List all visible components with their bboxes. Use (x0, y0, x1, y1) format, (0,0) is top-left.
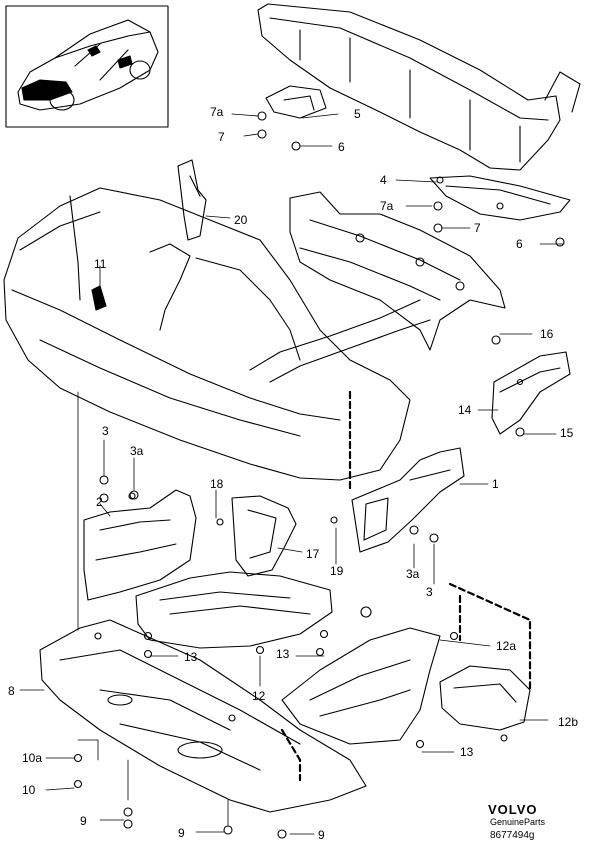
callout-16: 16 (540, 327, 554, 341)
air-duct (216, 495, 338, 577)
car-thumbnail (5, 5, 169, 128)
splash-shield-right (351, 447, 465, 553)
splash-shield-left (83, 489, 197, 601)
callout-12b: 12b (558, 715, 579, 729)
underbody-panel (39, 619, 367, 813)
brand-subtitle: GenuineParts (490, 817, 546, 827)
callout-3-left: 3 (102, 424, 109, 438)
callout-3-right: 3 (426, 585, 433, 599)
dashed-reference-lines (280, 390, 532, 782)
callout-20: 20 (234, 213, 248, 227)
callout-7-top: 7 (218, 130, 225, 144)
callout-8: 8 (8, 684, 15, 698)
callout-2: 2 (96, 495, 103, 509)
callout-1: 1 (492, 477, 499, 491)
callout-13-left: 13 (184, 650, 198, 664)
callout-7-mid: 7 (474, 221, 481, 235)
bracket-right (491, 335, 571, 437)
callout-19: 19 (330, 564, 344, 578)
callout-3a-right: 3a (406, 567, 420, 581)
callout-15: 15 (560, 426, 574, 440)
callout-9-right: 9 (318, 828, 325, 842)
callout-7a-mid: 7a (380, 199, 394, 213)
callout-11: 11 (94, 257, 107, 271)
callout-3a-left: 3a (130, 444, 144, 458)
lower-tray (135, 571, 333, 655)
module-bracket (439, 665, 531, 742)
callout-14: 14 (458, 403, 472, 417)
diagram-code: 8677494g (490, 830, 535, 841)
callout-17: 17 (306, 547, 320, 561)
callout-18: 18 (210, 477, 224, 491)
leader-lines (19, 113, 565, 835)
callout-4: 4 (380, 173, 387, 187)
callout-13-right: 13 (460, 745, 474, 759)
callout-7a-top: 7a (210, 105, 224, 119)
callout-10: 10 (22, 783, 36, 797)
brand-logo-text: VOLVO (488, 802, 538, 817)
callout-12a: 12a (496, 639, 517, 653)
front-subframe (249, 191, 506, 383)
callout-9-mid: 9 (178, 826, 185, 840)
callout-6-mid: 6 (516, 237, 523, 251)
callout-13-mid: 13 (276, 647, 290, 661)
callout-9-left: 9 (80, 814, 87, 828)
callout-6-top: 6 (338, 140, 345, 154)
front-bumper (3, 159, 411, 481)
callout-10a: 10a (22, 751, 43, 765)
callout-12: 12 (252, 689, 266, 703)
upper-cross-member (257, 3, 581, 221)
right-lower-cover (281, 606, 459, 749)
callout-5: 5 (354, 107, 361, 121)
